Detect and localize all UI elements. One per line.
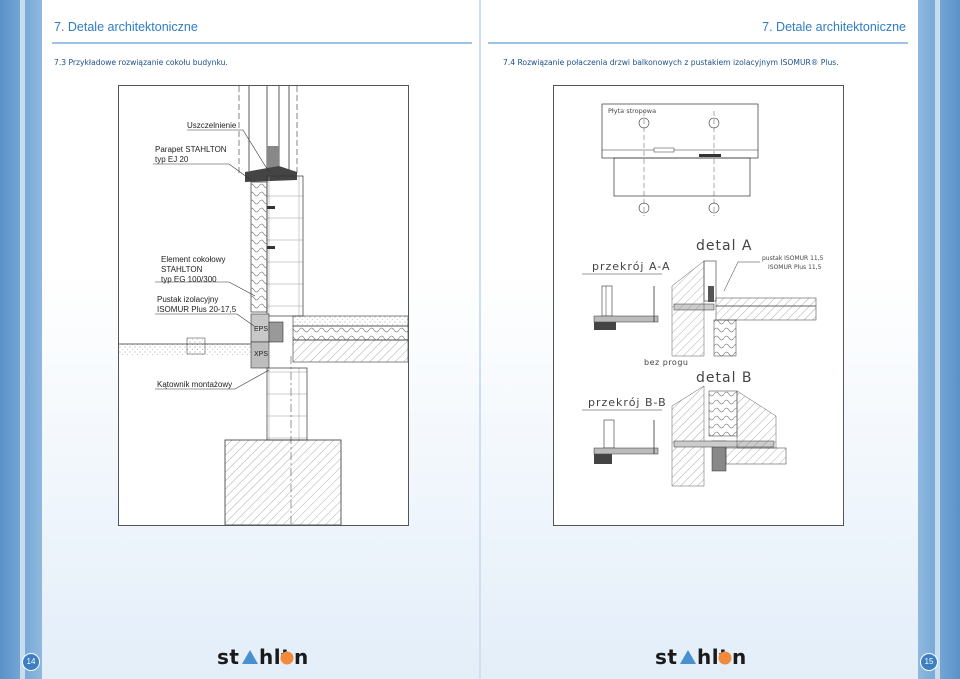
floor-screed xyxy=(292,315,409,327)
block-note-1: pustak ISOMUR 11,5 xyxy=(762,255,824,262)
floor-insulation xyxy=(292,325,409,341)
eps-label: EPS xyxy=(254,326,268,333)
detail-b-label: detal B xyxy=(696,370,753,386)
element-label-3: typ EG 100/300 xyxy=(161,275,217,284)
section-aa-sketch xyxy=(593,285,659,330)
element-label-1: Element cokołowy xyxy=(161,255,225,264)
insulation-layer xyxy=(250,181,268,313)
right-edge-stripe xyxy=(935,0,940,679)
stahlton-logo-left: st hlt n xyxy=(217,644,308,675)
angle-label: Kątownik montażowy xyxy=(157,380,232,389)
spine xyxy=(479,0,481,679)
element-label-2: STAHLTON xyxy=(161,265,203,274)
no-threshold-label: bez progu xyxy=(644,358,688,367)
block-note-2: ISOMUR Plus 11,5 xyxy=(768,264,822,271)
floor-slab xyxy=(292,339,409,363)
parapet-label-2: typ EJ 20 xyxy=(155,155,189,164)
right-subtitle: 7.4 Rozwiązanie połaczenia drzwi balkono… xyxy=(503,58,839,67)
block-label-1: Pustak izolacyjny xyxy=(157,295,218,304)
leader-lines xyxy=(153,129,270,390)
plinth-drawing-frame: EPS XPS Uszczelnienie Parapet STAHLTON t… xyxy=(118,85,409,526)
stahlton-logo-right-mark: st hlt n xyxy=(655,645,746,669)
left-subtitle: 7.3 Przykładowe rozwiązanie cokołu budyn… xyxy=(54,58,228,67)
right-page-header: 7. Detale architektoniczne xyxy=(762,20,906,34)
stahlton-logo-right: st hlt n xyxy=(655,644,746,675)
footing xyxy=(224,439,342,526)
ground-surface xyxy=(119,344,251,356)
detail-a-sketch xyxy=(671,260,817,357)
balcony-door-drawing-frame: Płyta stropowa przekrój A-A detal A pust… xyxy=(553,85,844,526)
plinth-section-drawing: EPS XPS Uszczelnienie Parapet STAHLTON t… xyxy=(119,86,409,526)
seal-label: Uszczelnienie xyxy=(187,121,237,130)
detail-b-sketch xyxy=(671,385,787,487)
detail-a-label: detal A xyxy=(696,238,753,254)
xps-label: XPS xyxy=(254,351,268,358)
svg-text:st: st xyxy=(655,645,677,669)
svg-text:n: n xyxy=(294,645,307,669)
stahlton-logo-left-mark: st hlt n xyxy=(217,645,308,669)
balcony-door-drawing: Płyta stropowa przekrój A-A detal A pust… xyxy=(582,103,824,487)
foundation-wall xyxy=(266,367,308,441)
section-aa-label: przekrój A-A xyxy=(592,260,671,273)
left-edge-stripe xyxy=(20,0,25,679)
left-header-rule xyxy=(52,42,472,44)
window-frame xyxy=(238,86,298,176)
section-bb-sketch xyxy=(593,419,659,464)
plan-view xyxy=(601,103,759,216)
slab-label: Płyta stropowa xyxy=(608,107,656,115)
left-page-header: 7. Detale architektoniczne xyxy=(54,20,198,34)
block-label-2: ISOMUR Plus 20-17,5 xyxy=(157,305,237,314)
parapet-label-1: Parapet STAHLTON xyxy=(155,145,227,154)
section-bb-label: przekrój B-B xyxy=(588,396,667,409)
left-page-number: 14 xyxy=(22,653,40,671)
right-page-number: 15 xyxy=(920,653,938,671)
right-header-rule xyxy=(488,42,908,44)
svg-text:st: st xyxy=(217,645,239,669)
svg-text:n: n xyxy=(732,645,745,669)
